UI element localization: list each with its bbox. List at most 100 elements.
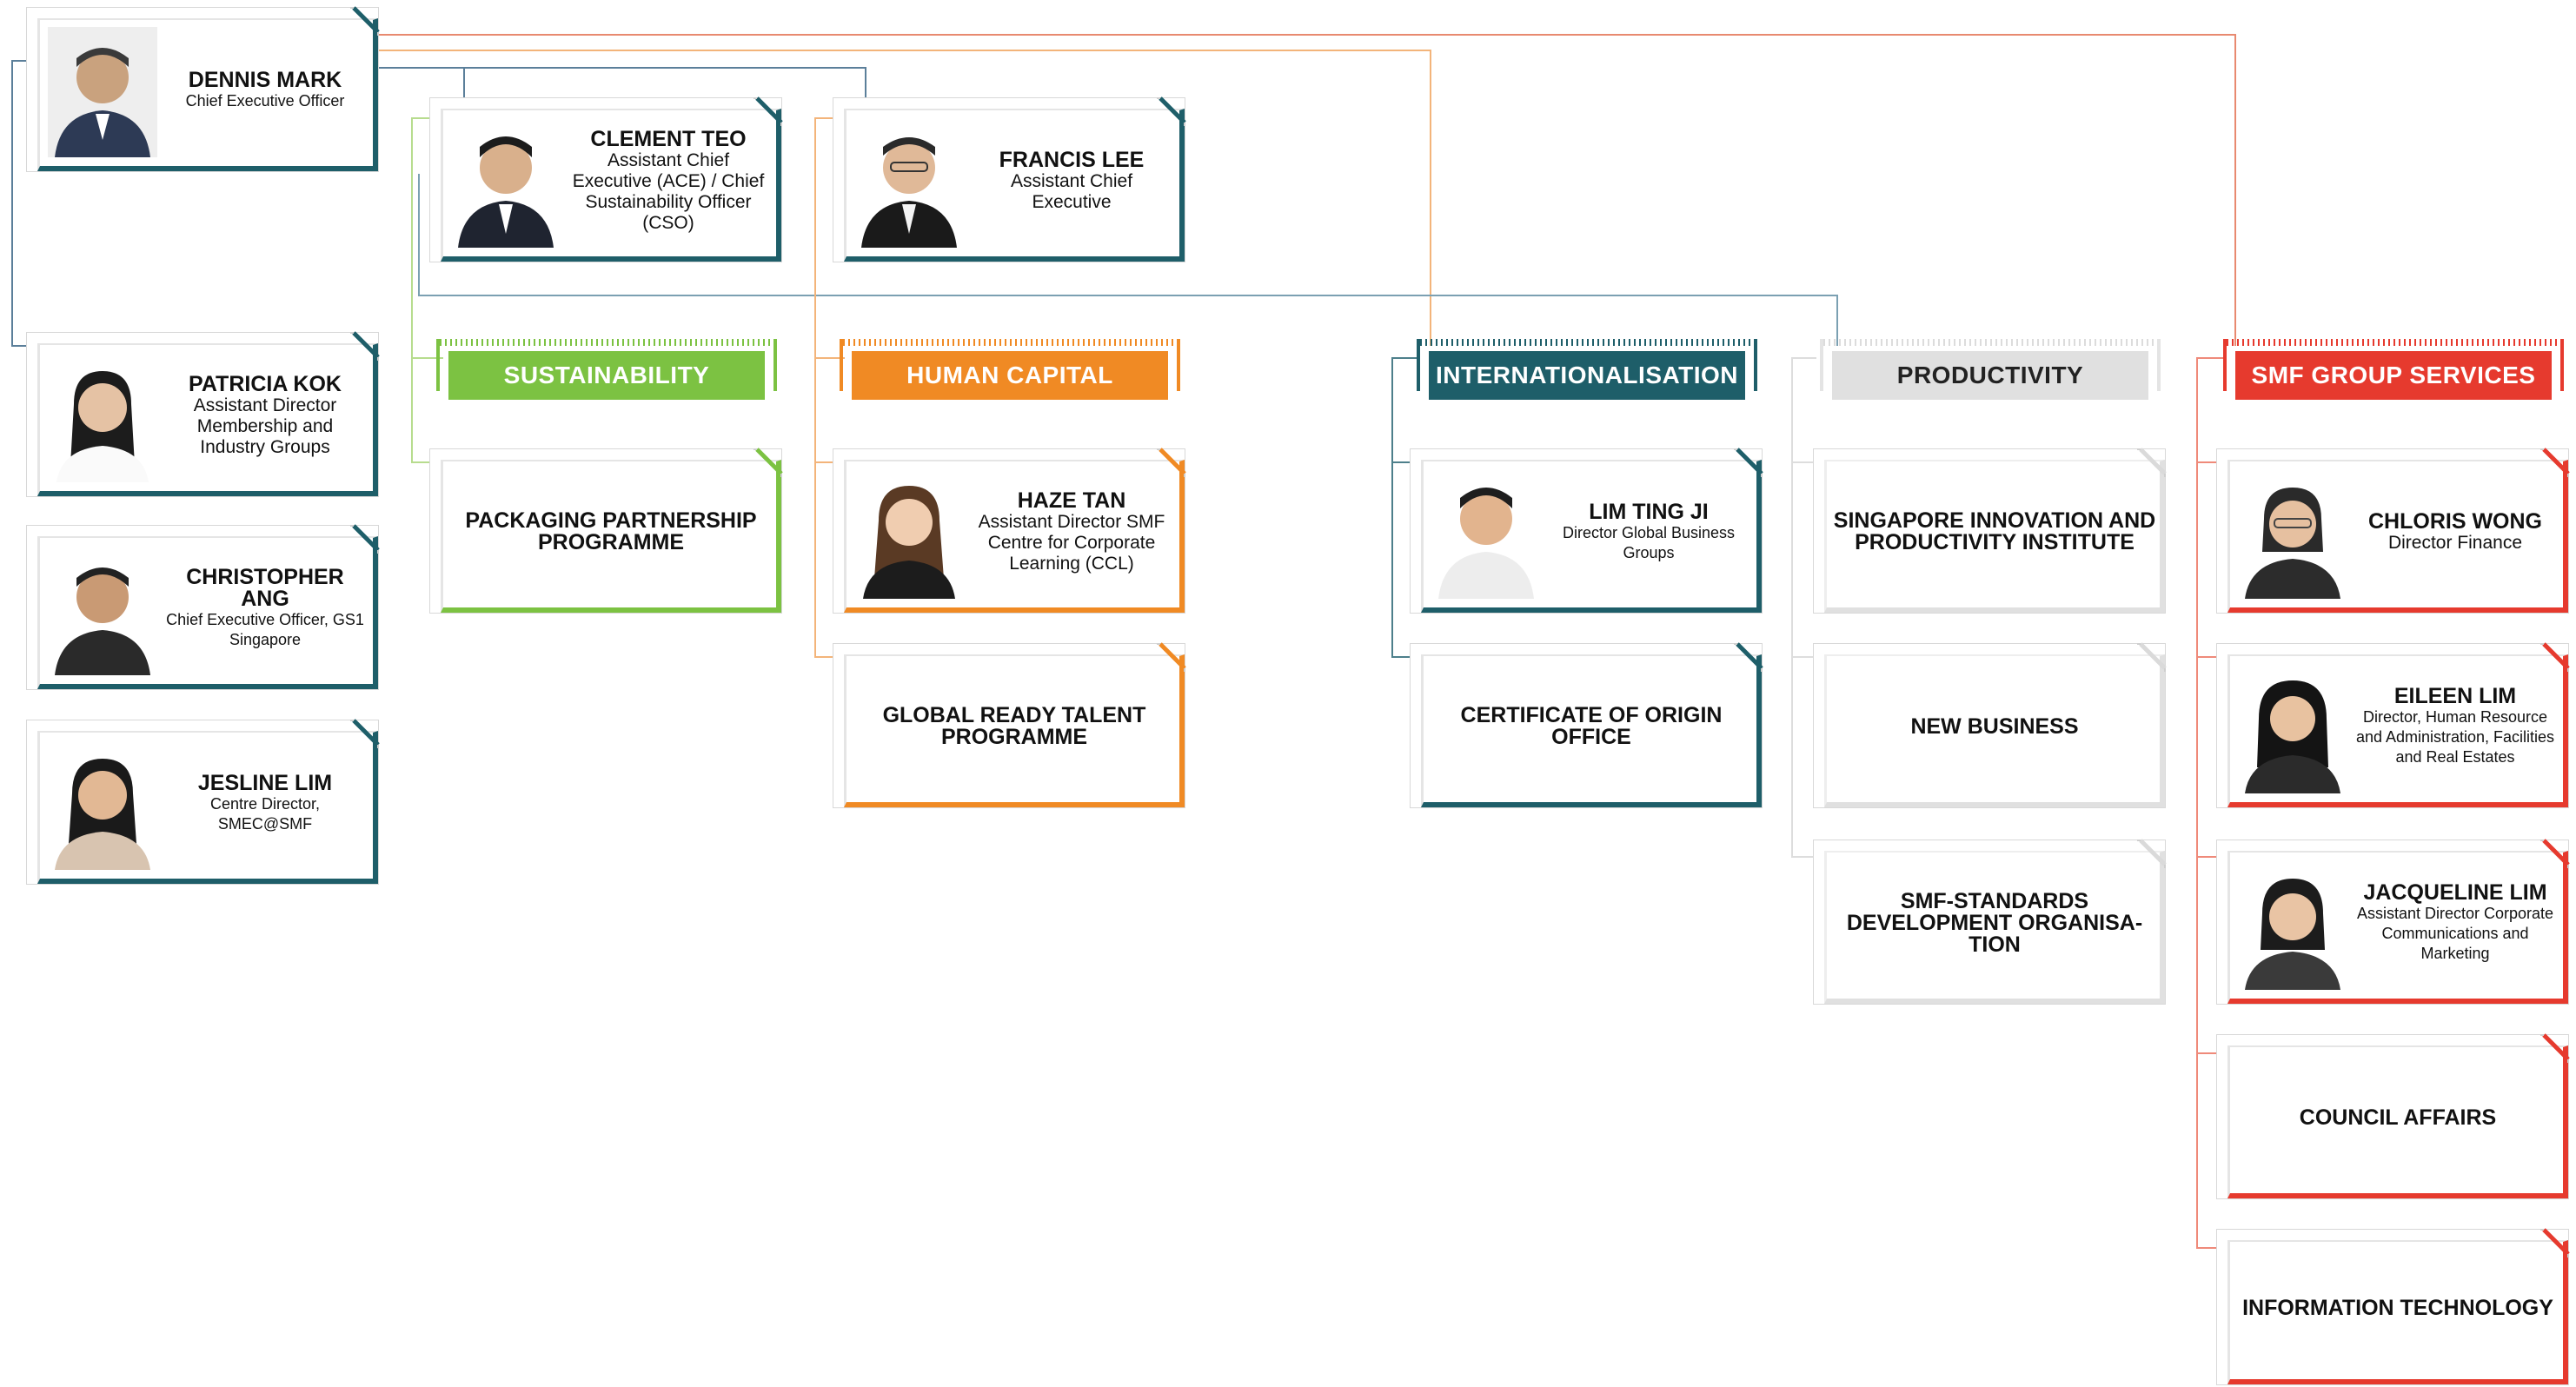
person-role: Director Finance [2387,532,2523,553]
connector-ace2-human-capital [814,117,845,658]
person-name: LIM TING JI [1589,499,1709,524]
person-photo [854,468,964,599]
ace-role: Assistant Chief Executive (ACE) / Chief … [572,149,765,233]
connector-ace-productivity [418,174,1838,346]
card-corner-fold [2540,1228,2570,1258]
card-corner-fold [1157,642,1186,672]
left-person-role: Assistant Director Membership and Indust… [193,395,337,457]
unit-card: CERTIFICATE OF ORIGIN OFFICE [1410,642,1763,808]
left-person-role: Chief Executive Officer, GS1 Singapore [166,611,364,648]
ace2-role: Assistant Chief Executive [1010,170,1133,212]
person-photo [2238,859,2347,990]
ceo-role: Chief Executive Officer [185,92,345,110]
dept-header-sustainability: SUSTAINABILITY [436,339,777,407]
card-corner-fold [754,448,783,477]
card-corner-fold [350,331,380,361]
person-role: Director, Human Resource and Administrat… [2355,708,2555,766]
unit-card: INFORMATION TECHNOLOGY [2216,1228,2570,1385]
person-name: JACQUELINE LIM [2363,880,2547,905]
dept-header-group-services: SMF GROUP SERVICES [2223,339,2564,407]
person-role: Assistant Director Corporate Communicati… [2356,905,2554,962]
left-person-photo [48,545,157,675]
person-name: CHLORIS WONG [2368,508,2542,534]
left-person-role: Centre Director, SMEC@SMF [209,794,321,833]
unit-card: NEW BUSINESS [1813,642,2167,808]
dept-title: PRODUCTIVITY [1832,351,2148,400]
card-corner-fold [1734,448,1763,477]
unit-card: COUNCIL AFFAIRS [2216,1033,2570,1199]
connector-ceo-ace2 [379,67,866,106]
dept-title: INTERNATIONALISATION [1429,351,1745,400]
person-name: HAZE TAN [1017,488,1126,513]
unit-card: GLOBAL READY TALENT PROGRAMME [833,642,1186,808]
ace2-name: FRANCIS LEE [999,147,1145,172]
ceo-name: DENNIS MARK [188,68,342,92]
card-corner-fold [2137,839,2167,868]
person-role: Director Global Business Groups [1562,523,1736,561]
connector-group-services [2196,357,2223,1249]
ace2-photo [854,117,964,248]
connector-productivity [1791,357,1816,858]
card-corner-fold [2540,1033,2570,1063]
left-person-photo [48,740,157,870]
dept-title: SUSTAINABILITY [448,351,765,400]
card-corner-fold [350,6,380,36]
dept-header-human-capital: HUMAN CAPITAL [840,339,1180,407]
unit-card: PACKAGING PARTNERSHIP PROGRAMME [429,448,783,614]
person-photo [2238,468,2347,599]
connector-ceo-left-column [11,60,35,347]
connector-ceo-internationalisation [379,50,1431,346]
unit-label: INFORMATION TECHNOLOGY [2242,1295,2553,1320]
card-corner-fold [754,96,783,126]
dept-header-productivity: PRODUCTIVITY [1820,339,2161,407]
dept-header-internationalisation: INTERNATIONALISATION [1417,339,1757,407]
left-person-name: PATRICIA KOK [189,371,342,396]
unit-card: SMF-STANDARDS DEVELOPMENT ORGANISA-TION [1813,839,2167,1005]
card-corner-fold [1157,448,1186,477]
dept-title: HUMAN CAPITAL [852,351,1168,400]
unit-label: SINGAPORE INNOVATION AND PRODUCTIVITY IN… [1833,508,2156,554]
unit-label: GLOBAL READY TALENT PROGRAMME [882,703,1146,749]
connector-ceo-group-services [379,34,2236,346]
unit-card: SINGAPORE INNOVATION AND PRODUCTIVITY IN… [1813,448,2167,614]
dept-title: SMF GROUP SERVICES [2235,351,2552,400]
ace-photo [451,117,561,248]
card-corner-fold [2540,448,2570,477]
card-corner-fold [2540,839,2570,868]
ceo-photo [48,27,157,157]
card-corner-fold [1157,96,1186,126]
card-corner-fold [2137,642,2167,672]
person-name: EILEEN LIM [2393,684,2517,708]
left-person-photo [48,352,157,482]
unit-label: PACKAGING PARTNERSHIP PROGRAMME [465,508,757,554]
card-corner-fold [1734,642,1763,672]
connector-internationalisation [1391,357,1417,658]
left-person-name: JESLINE LIM [197,770,333,795]
card-corner-fold [350,524,380,554]
unit-label: CERTIFICATE OF ORIGIN OFFICE [1460,703,1723,749]
ace-name: CLEMENT TEO [590,126,747,151]
card-corner-fold [350,719,380,748]
person-role: Assistant Director SMF Centre for Corpor… [978,511,1165,574]
card-corner-fold [2137,448,2167,477]
person-photo [1431,468,1541,599]
unit-label: NEW BUSINESS [1910,713,2079,739]
unit-label: COUNCIL AFFAIRS [2299,1105,2497,1130]
connector-ace-sustainability [411,117,443,463]
left-person-name: CHRISTOPHER ANG [186,565,344,611]
unit-label: SMF-STANDARDS DEVELOPMENT ORGANISA-TION [1846,888,2143,957]
card-corner-fold [2540,642,2570,672]
person-photo [2238,663,2347,793]
